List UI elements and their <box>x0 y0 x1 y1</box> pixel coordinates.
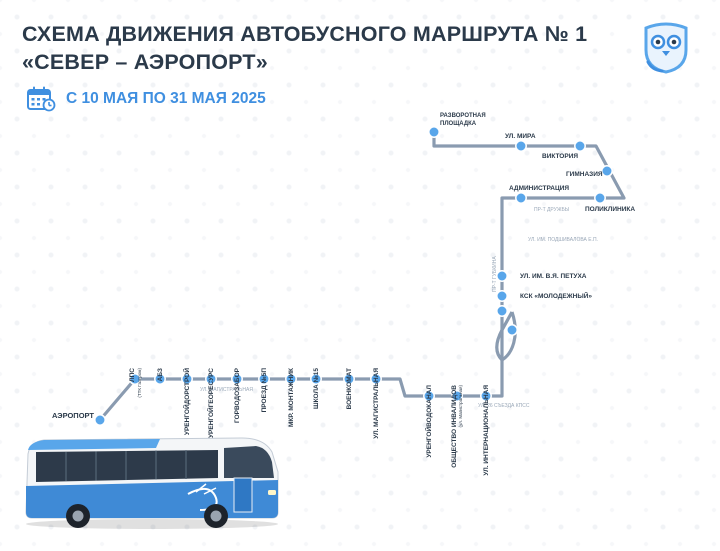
stop-label-razvorotnaya-2: ПЛОЩАДКА <box>440 121 477 127</box>
stop-marker-gorvodozabor[interactable] <box>231 373 243 385</box>
stop-marker-razvorotnaya[interactable] <box>428 126 440 138</box>
stop-label-obshchestvo-sub: (ул. Магистральная) <box>458 385 463 428</box>
stop-marker-loop-1[interactable] <box>506 324 518 336</box>
title-line-2: «СЕВЕР – АЭРОПОРТ» <box>22 50 268 74</box>
stop-label-gimnaziya: ГИМНАЗИЯ <box>566 171 603 178</box>
stop-label-airport: АЭРОПОРТ <box>52 411 94 420</box>
stop-marker-mkr-montazhnik[interactable] <box>285 373 297 385</box>
stop-label-voenkomat: ВОЕНКОМАТ <box>346 368 353 409</box>
stop-label-lps-sub: (ТТК Газпром) <box>137 368 142 398</box>
stop-marker-school15[interactable] <box>310 373 322 385</box>
street-label: УЛ. ИМ. ПОДШИВАЛОВА Е.П. <box>528 237 598 243</box>
stop-marker-ksk-molodezhny[interactable] <box>496 290 508 302</box>
stop-marker-urengoyvodokanal[interactable] <box>423 390 435 402</box>
stop-label-razvorotnaya-1: РАЗВОРОТНАЯ <box>440 113 486 119</box>
date-range-row: С 10 МАЯ ПО 31 МАЯ 2025 <box>26 86 266 112</box>
stop-label-ul-magistralnaya: УЛ. МАГИСТРАЛЬНАЯ <box>373 368 380 439</box>
stop-label-urengoyvodokanal: УРЕНГОЙВОДОКАНАЛ <box>424 385 433 458</box>
stop-marker-airport[interactable] <box>94 414 106 426</box>
date-range-text: С 10 МАЯ ПО 31 МАЯ 2025 <box>66 90 266 107</box>
stop-marker-abz[interactable] <box>154 373 166 385</box>
stop-label-administratsiya: АДМИНИСТРАЦИЯ <box>509 185 569 192</box>
stop-marker-obshchestvo[interactable] <box>451 390 463 402</box>
page-title: СХЕМА ДВИЖЕНИЯ АВТОБУСНОГО МАРШРУТА № 1 … <box>22 20 587 76</box>
stop-label-urengoygeoresurs: УРЕНГОЙГЕОРЕСУРС <box>206 368 215 438</box>
stop-marker-ul-petukha[interactable] <box>496 270 508 282</box>
stop-marker-lps[interactable] <box>129 373 141 385</box>
stop-marker-ul-mira[interactable] <box>515 140 527 152</box>
stop-label-school15: ШКОЛА №15 <box>313 368 320 409</box>
route-loop <box>495 311 517 362</box>
bus-illustration <box>25 437 279 529</box>
street-label: ПР-Т ГУБКИНА <box>492 256 498 292</box>
stop-label-ul-internatsionalnaya: УЛ. ИНТЕРНАЦИОНАЛЬНАЯ <box>483 385 490 476</box>
owl-logo-icon <box>644 22 688 74</box>
stop-label-lps: ЛПС <box>129 368 136 382</box>
street-label: УЛ. МАГИСТРАЛЬНАЯ <box>200 387 253 393</box>
stop-marker-voenkomat[interactable] <box>343 373 355 385</box>
street-label: ПР-Т ДРУЖБЫ <box>534 207 570 213</box>
stop-label-ul-petukha: УЛ. ИМ. В.Я. ПЕТУХА <box>520 273 587 280</box>
stop-marker-administratsiya[interactable] <box>515 192 527 204</box>
stop-label-ul-mira: УЛ. МИРА <box>505 133 536 140</box>
calendar-icon <box>27 86 56 112</box>
stop-label-ksk-molodezhny: КСК «МОЛОДЕЖНЫЙ» <box>520 291 592 300</box>
stop-marker-ul-internatsionalnaya[interactable] <box>480 390 492 402</box>
stop-marker-ul-magistralnaya[interactable] <box>370 373 382 385</box>
stop-marker-proezd5p[interactable] <box>258 373 270 385</box>
stop-marker-viktoriya[interactable] <box>574 140 586 152</box>
stop-marker-gimnaziya[interactable] <box>601 165 613 177</box>
stop-label-mkr-montazhnik: МКР. МОНТАЖНИК <box>288 368 295 427</box>
stop-label-urengoydorstroy: УРЕНГОЙДОРСТРОЙ <box>182 368 191 435</box>
stop-marker-urengoygeoresurs[interactable] <box>205 373 217 385</box>
title-line-1: СХЕМА ДВИЖЕНИЯ АВТОБУСНОГО МАРШРУТА № 1 <box>22 22 588 46</box>
stop-label-gorvodozabor: ГОРВОДОЗАБОР <box>234 367 241 423</box>
stop-marker-loop-2[interactable] <box>496 305 508 317</box>
street-label: УЛ. 26 СЪЕЗДА КПСС <box>478 403 530 409</box>
stop-label-poliklinika: ПОЛИКЛИНИКА <box>585 206 635 213</box>
stop-marker-poliklinika[interactable] <box>594 192 606 204</box>
stop-marker-urengoydorstroy[interactable] <box>181 373 193 385</box>
stop-label-obshchestvo: ОБЩЕСТВО ИНВАЛИДОВ <box>451 385 458 468</box>
stop-label-abz: АБЗ <box>157 368 164 381</box>
stop-label-viktoriya: ВИКТОРИЯ <box>542 153 578 160</box>
stop-label-proezd5p: ПРОЕЗД №5П <box>261 368 268 413</box>
